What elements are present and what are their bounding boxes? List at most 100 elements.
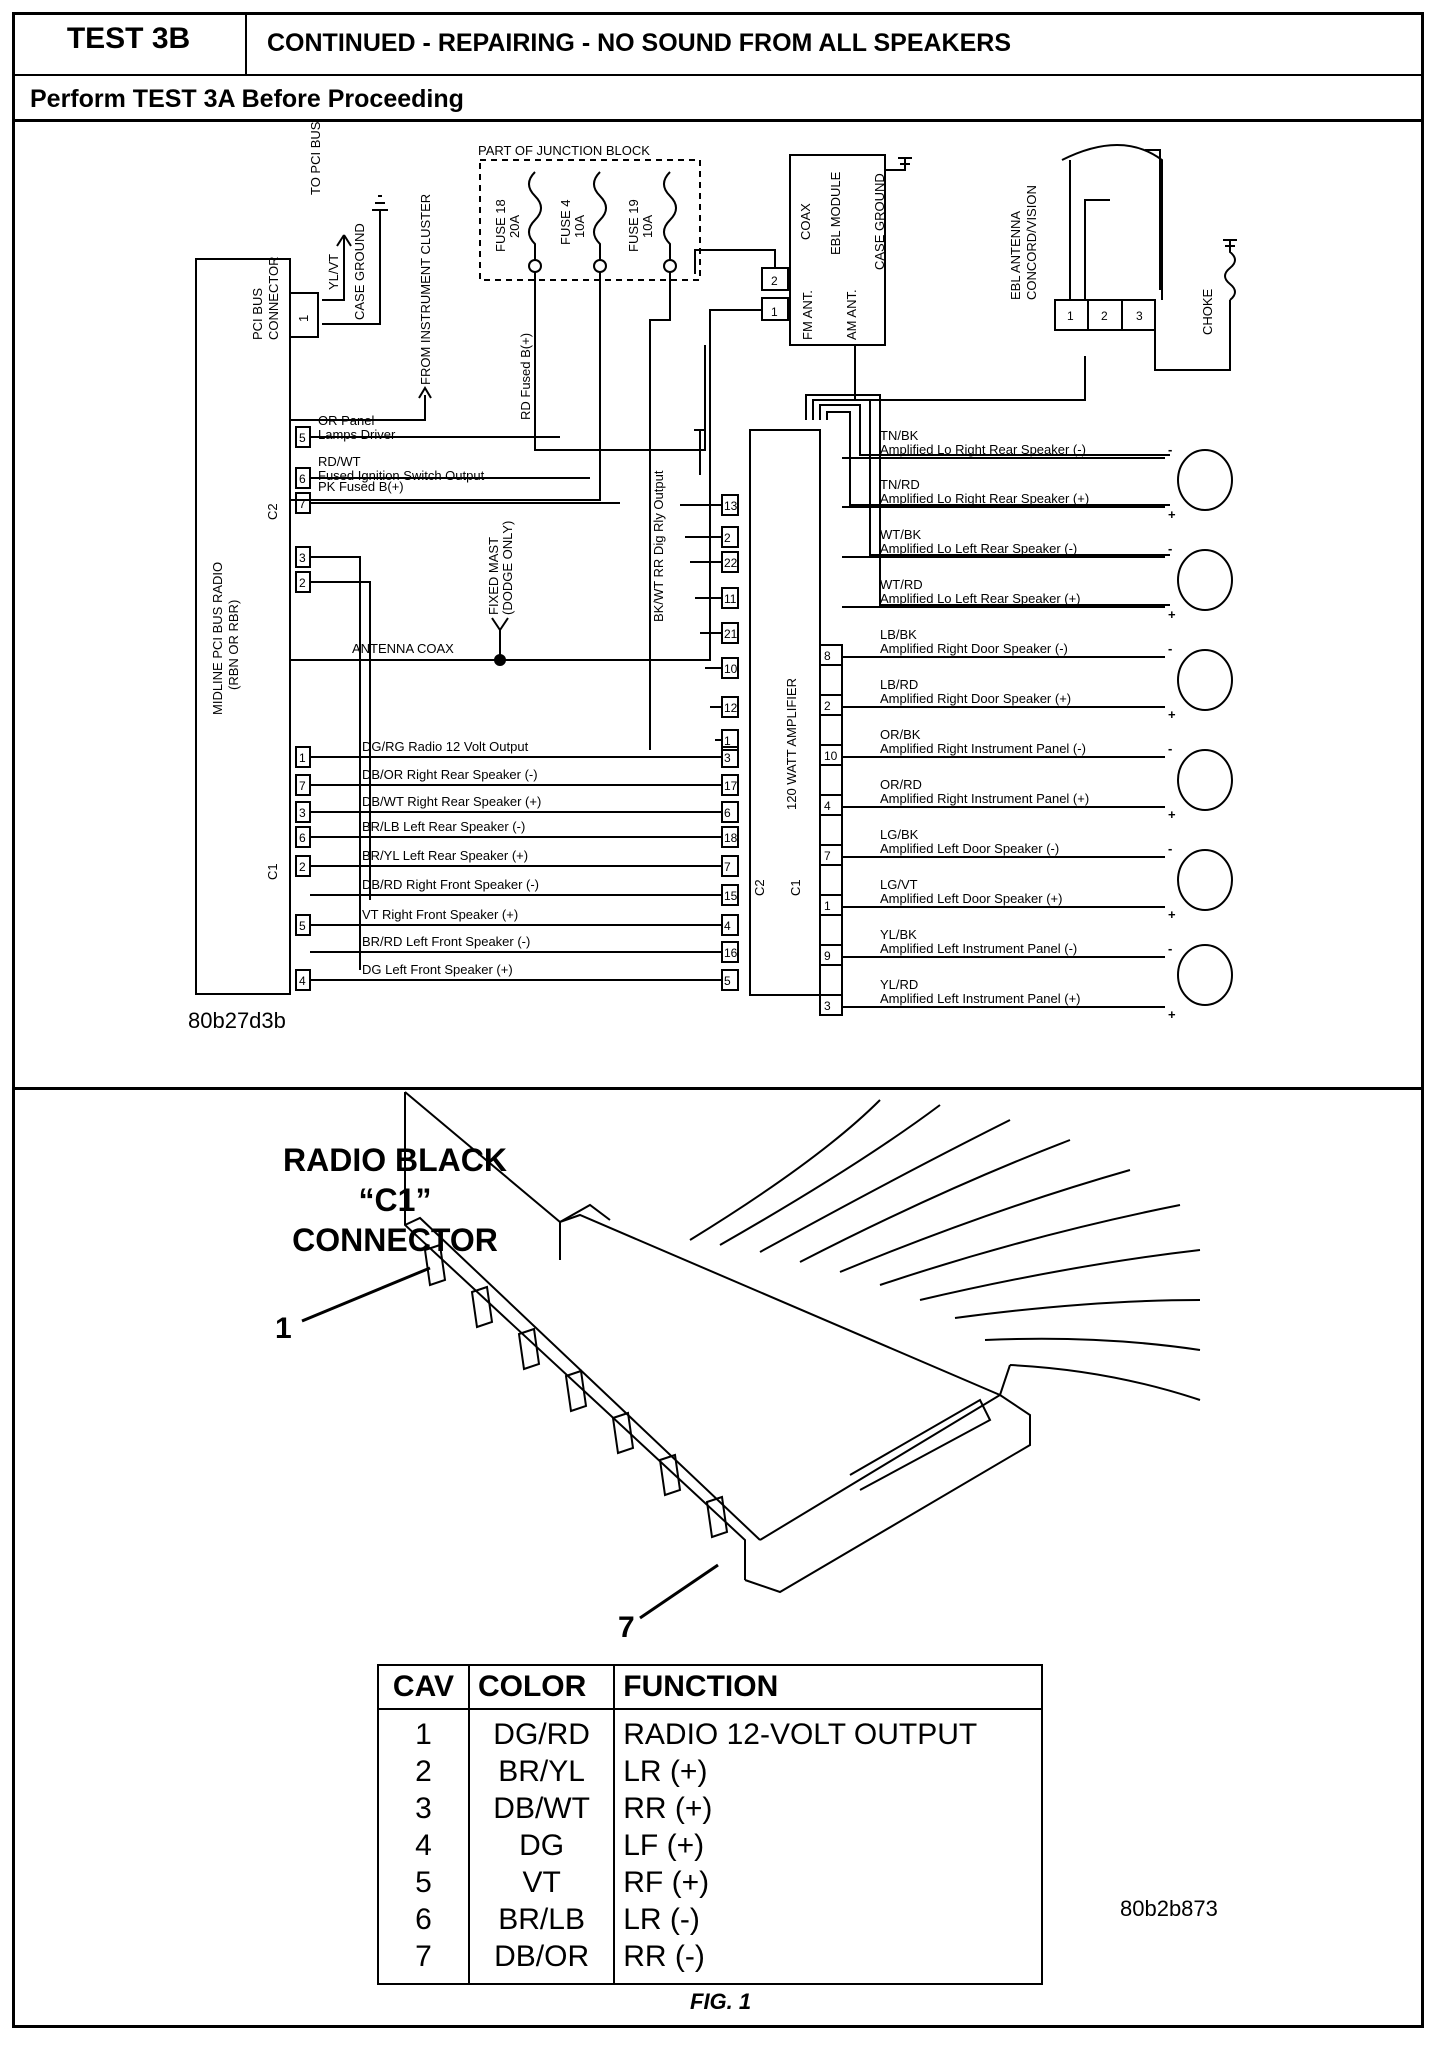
- pci-pin: 1: [296, 315, 311, 322]
- amp-c2-pin-number: 17: [724, 779, 738, 793]
- amp-c1-pin-box: [819, 694, 843, 716]
- amp-c1: C1: [788, 879, 803, 896]
- speaker-wire-color: LG/VT: [880, 877, 918, 892]
- color-cell: DB/WT: [468, 1790, 616, 1827]
- c1-pin-number: 5: [299, 919, 306, 933]
- amp-c1-pin-box: [819, 744, 843, 766]
- cav-cell: 7: [378, 1938, 470, 1984]
- color-cell: BR/YL: [468, 1753, 616, 1790]
- c1-wire-label: DG Left Front Speaker (+): [362, 962, 513, 977]
- c1-wire-label: BR/YL Left Rear Speaker (+): [362, 848, 528, 863]
- speaker-wire-color: OR/BK: [880, 727, 921, 742]
- amp-c2-pin-box: [721, 774, 739, 796]
- c2-wire-label: OR Panel: [318, 413, 374, 428]
- section-divider: [12, 1087, 1424, 1090]
- rd-fused-label: RD Fused B(+): [518, 333, 533, 420]
- amp-c2-pin-box: [721, 826, 739, 848]
- amp-c1-pin-number: 8: [824, 649, 831, 663]
- ebl-am: AM ANT.: [844, 289, 859, 340]
- c2-wire-label-2: Lamps Driver: [318, 427, 396, 442]
- function-cell: RR (+): [623, 1792, 713, 1825]
- test-title: CONTINUED - REPAIRING - NO SOUND FROM AL…: [267, 29, 1012, 57]
- fuse-19: FUSE 19: [626, 199, 641, 252]
- c2-wire: [310, 581, 371, 900]
- radio-c2: C2: [265, 503, 280, 520]
- color-cell: BR/LB: [468, 1901, 616, 1938]
- header-function: FUNCTION: [614, 1665, 1042, 1710]
- c1-wire-label: DB/WT Right Rear Speaker (+): [362, 794, 541, 809]
- fuse-18: FUSE 18: [493, 199, 508, 252]
- amp-c1-pin-number: 1: [824, 899, 831, 913]
- c2-wire-label: PK Fused B(+): [318, 479, 404, 494]
- ebl-module-box: [789, 154, 886, 346]
- speaker-wire-desc: Amplified Lo Right Rear Speaker (+): [880, 491, 1089, 506]
- ebl-module: EBL MODULE: [828, 171, 843, 255]
- speaker-wire-desc: Amplified Right Instrument Panel (-): [880, 741, 1086, 756]
- antenna-coax: ANTENNA COAX: [352, 641, 454, 656]
- speaker-wire-desc: Amplified Right Door Speaker (-): [880, 641, 1068, 656]
- amp-c1-pin-box: [819, 944, 843, 966]
- table-row: 5 VT RF (+): [378, 1864, 1042, 1901]
- ebl-coax: COAX: [798, 203, 813, 240]
- function-cell: LR (-): [623, 1903, 700, 1936]
- page-frame: [12, 12, 1424, 2028]
- speaker-wire-desc: Amplified Right Door Speaker (+): [880, 691, 1071, 706]
- speaker-wire-color: OR/RD: [880, 777, 922, 792]
- c1-pin-number: 2: [299, 860, 306, 874]
- minus-sign: -: [1168, 741, 1172, 756]
- plus-sign: +: [1168, 1007, 1176, 1022]
- amp-c2-pin-number: 16: [724, 946, 738, 960]
- cav-cell: 1: [378, 1709, 470, 1753]
- table-header-row: CAV COLOR FUNCTION: [378, 1665, 1042, 1710]
- pci-connector-box: [289, 292, 319, 338]
- c1-wire-label: BR/LB Left Rear Speaker (-): [362, 819, 525, 834]
- pci-to: TO PCI BUS: [308, 121, 323, 195]
- c1-wire-label: DG/RG Radio 12 Volt Output: [362, 739, 529, 754]
- connector-title-line3: CONNECTOR: [292, 1222, 498, 1258]
- plus-sign: +: [1168, 507, 1176, 522]
- fuse-4: FUSE 4: [558, 199, 573, 245]
- schematic-code: 80b27d3b: [188, 1008, 286, 1033]
- speaker-wire-color: LB/BK: [880, 627, 917, 642]
- amp-pin-number: 12: [724, 701, 738, 715]
- pci-connector-label2: CONNECTOR: [266, 256, 281, 340]
- amp-c2-pin-number: 4: [724, 919, 731, 933]
- color-cell: VT: [468, 1864, 616, 1901]
- table-row: 3 DB/WT RR (+): [378, 1790, 1042, 1827]
- cav-cell: 3: [378, 1790, 470, 1827]
- amp-c1-pin-number: 2: [824, 699, 831, 713]
- ebl-pin2: 2: [771, 274, 778, 288]
- table-row: 4 DG LF (+): [378, 1827, 1042, 1864]
- header-cav: CAV: [378, 1665, 470, 1710]
- c1-wire-label: BR/RD Left Front Speaker (-): [362, 934, 530, 949]
- plus-sign: +: [1168, 707, 1176, 722]
- speaker-wire-desc: Amplified Left Instrument Panel (+): [880, 991, 1081, 1006]
- minus-sign: -: [1168, 541, 1172, 556]
- prerequisite-row: Perform TEST 3A Before Proceeding: [12, 76, 1424, 122]
- ebl-pin1: 1: [771, 305, 778, 319]
- speaker-wire-color: TN/RD: [880, 477, 920, 492]
- amp-c2-pin-number: 18: [724, 831, 738, 845]
- speaker-wire-desc: Amplified Lo Right Rear Speaker (-): [880, 442, 1086, 457]
- amp-c1-pin-box: [819, 994, 843, 1016]
- speaker-wire-color: TN/BK: [880, 428, 919, 443]
- speaker-wire-color: LG/BK: [880, 827, 919, 842]
- speaker-wire-desc: Amplified Left Instrument Panel (-): [880, 941, 1077, 956]
- amp-c2: C2: [752, 879, 767, 896]
- amp-c1-pin-box: [819, 644, 843, 666]
- cav-cell: 5: [378, 1864, 470, 1901]
- amp-c2-pin-box: [721, 884, 739, 906]
- color-cell: DB/OR: [468, 1938, 616, 1984]
- c1-pin-number: 1: [299, 751, 306, 765]
- amp-pin-number: 21: [724, 627, 738, 641]
- c1-wire-label: DB/RD Right Front Speaker (-): [362, 877, 539, 892]
- c1-wire-label: VT Right Front Speaker (+): [362, 907, 518, 922]
- amp-c1-pin-number: 7: [824, 849, 831, 863]
- connector-title-line1: RADIO BLACK: [283, 1142, 507, 1178]
- amp-c2-pin-number: 15: [724, 889, 738, 903]
- c1-wire-label: DB/OR Right Rear Speaker (-): [362, 767, 538, 782]
